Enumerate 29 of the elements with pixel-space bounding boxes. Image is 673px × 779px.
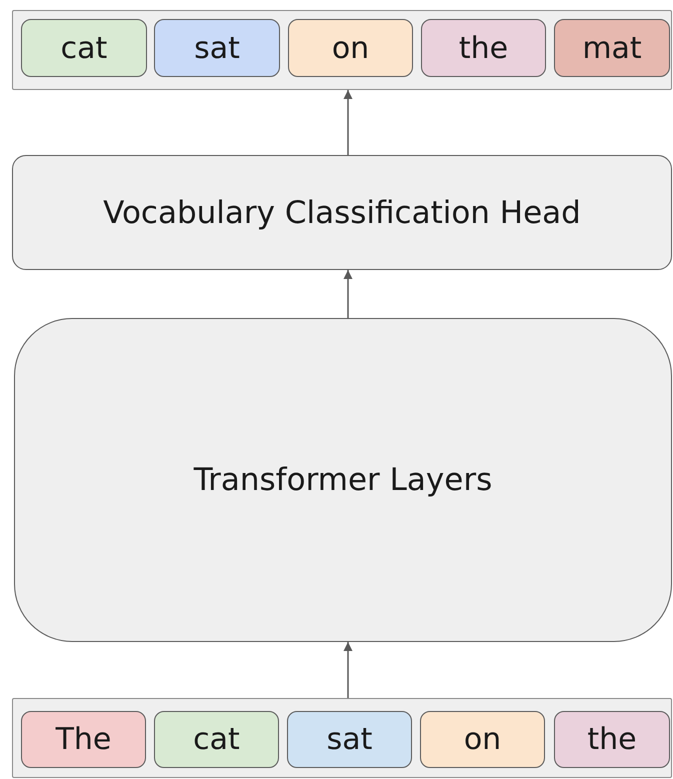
token-text: the (587, 722, 637, 757)
token-box (420, 711, 545, 768)
token-box (21, 711, 146, 768)
token-text: The (56, 722, 112, 757)
arrow (344, 270, 352, 318)
token-box (288, 19, 413, 77)
process-box (14, 318, 672, 642)
box-label: Vocabulary Classification Head (103, 194, 581, 230)
process-box (12, 155, 672, 270)
token-row-panel (12, 698, 672, 778)
token-text: mat (582, 30, 642, 66)
arrow (344, 642, 352, 698)
token-text: sat (194, 30, 240, 66)
token-text: on (464, 722, 502, 757)
token-text: cat (193, 722, 240, 757)
token-row-panel (12, 10, 672, 90)
token-text: cat (60, 30, 108, 66)
token-box (554, 19, 670, 77)
token-box (154, 19, 280, 77)
arrow (344, 90, 352, 155)
token-text: sat (326, 722, 372, 757)
token-box (287, 711, 412, 768)
token-box (554, 711, 670, 768)
token-text: on (332, 30, 370, 66)
token-box (21, 19, 147, 77)
token-text: the (458, 30, 508, 66)
token-box (421, 19, 546, 77)
token-box (154, 711, 279, 768)
box-label: Transformer Layers (194, 462, 492, 498)
